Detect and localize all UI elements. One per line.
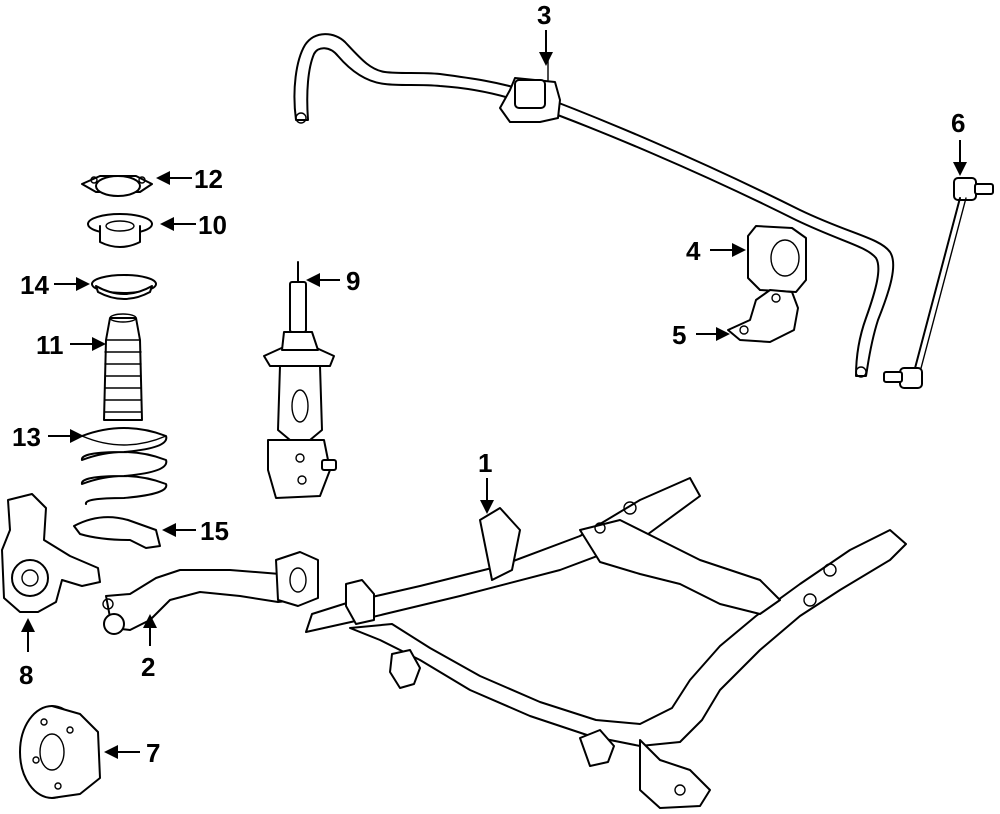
callout-label-12: 12: [194, 164, 223, 194]
callout-arrow-8: [21, 618, 35, 652]
callout-label-8: 8: [19, 660, 33, 690]
callout-label-5: 5: [672, 320, 686, 350]
callout-arrow-11: [70, 337, 106, 351]
callout-arrow-10: [160, 217, 196, 231]
callout-label-11: 11: [36, 330, 64, 360]
callout-label-6: 6: [951, 108, 965, 138]
lower-spring-seat[interactable]: [73, 516, 161, 549]
callout-label-3: 3: [537, 0, 551, 30]
callout-label-14: 14: [20, 270, 49, 300]
callout-arrow-14: [54, 277, 90, 291]
crossmember[interactable]: [305, 477, 907, 809]
stabilizer-bushing[interactable]: [747, 225, 807, 293]
callout-arrow-12: [156, 171, 192, 185]
callout-arrow-15: [162, 523, 196, 537]
stabilizer-link[interactable]: [883, 177, 994, 389]
callout-arrow-3: [539, 30, 553, 66]
strut-mount[interactable]: [81, 175, 153, 197]
callout-label-1: 1: [478, 448, 492, 478]
stabilizer-bar[interactable]: [293, 33, 895, 378]
callout-arrow-9: [306, 273, 340, 287]
bushing-bracket[interactable]: [727, 289, 799, 343]
steering-knuckle[interactable]: [1, 493, 101, 613]
callout-label-13: 13: [12, 422, 41, 452]
callout-arrow-13: [48, 429, 84, 443]
callout-label-9: 9: [346, 266, 360, 296]
callout-label-4: 4: [686, 236, 701, 266]
strut-assembly[interactable]: [263, 261, 337, 499]
callout-label-7: 7: [146, 738, 160, 768]
callout-arrow-5: [696, 327, 730, 341]
wheel-hub[interactable]: [19, 705, 101, 799]
callout-label-2: 2: [141, 652, 155, 682]
callout-arrow-7: [104, 745, 140, 759]
stabilizer-bracket[interactable]: [499, 59, 561, 123]
upper-spring-seat[interactable]: [87, 213, 153, 248]
coil-spring[interactable]: [81, 427, 168, 505]
callout-arrow-6: [953, 140, 967, 176]
lower-control-arm[interactable]: [102, 551, 319, 635]
dust-boot[interactable]: [103, 313, 143, 421]
callout-arrow-2: [143, 614, 157, 646]
callout-label-15: 15: [200, 516, 229, 546]
spring-insulator[interactable]: [91, 274, 157, 300]
callout-label-10: 10: [198, 210, 227, 240]
callout-arrow-1: [480, 478, 494, 514]
callout-arrow-4: [710, 243, 746, 257]
